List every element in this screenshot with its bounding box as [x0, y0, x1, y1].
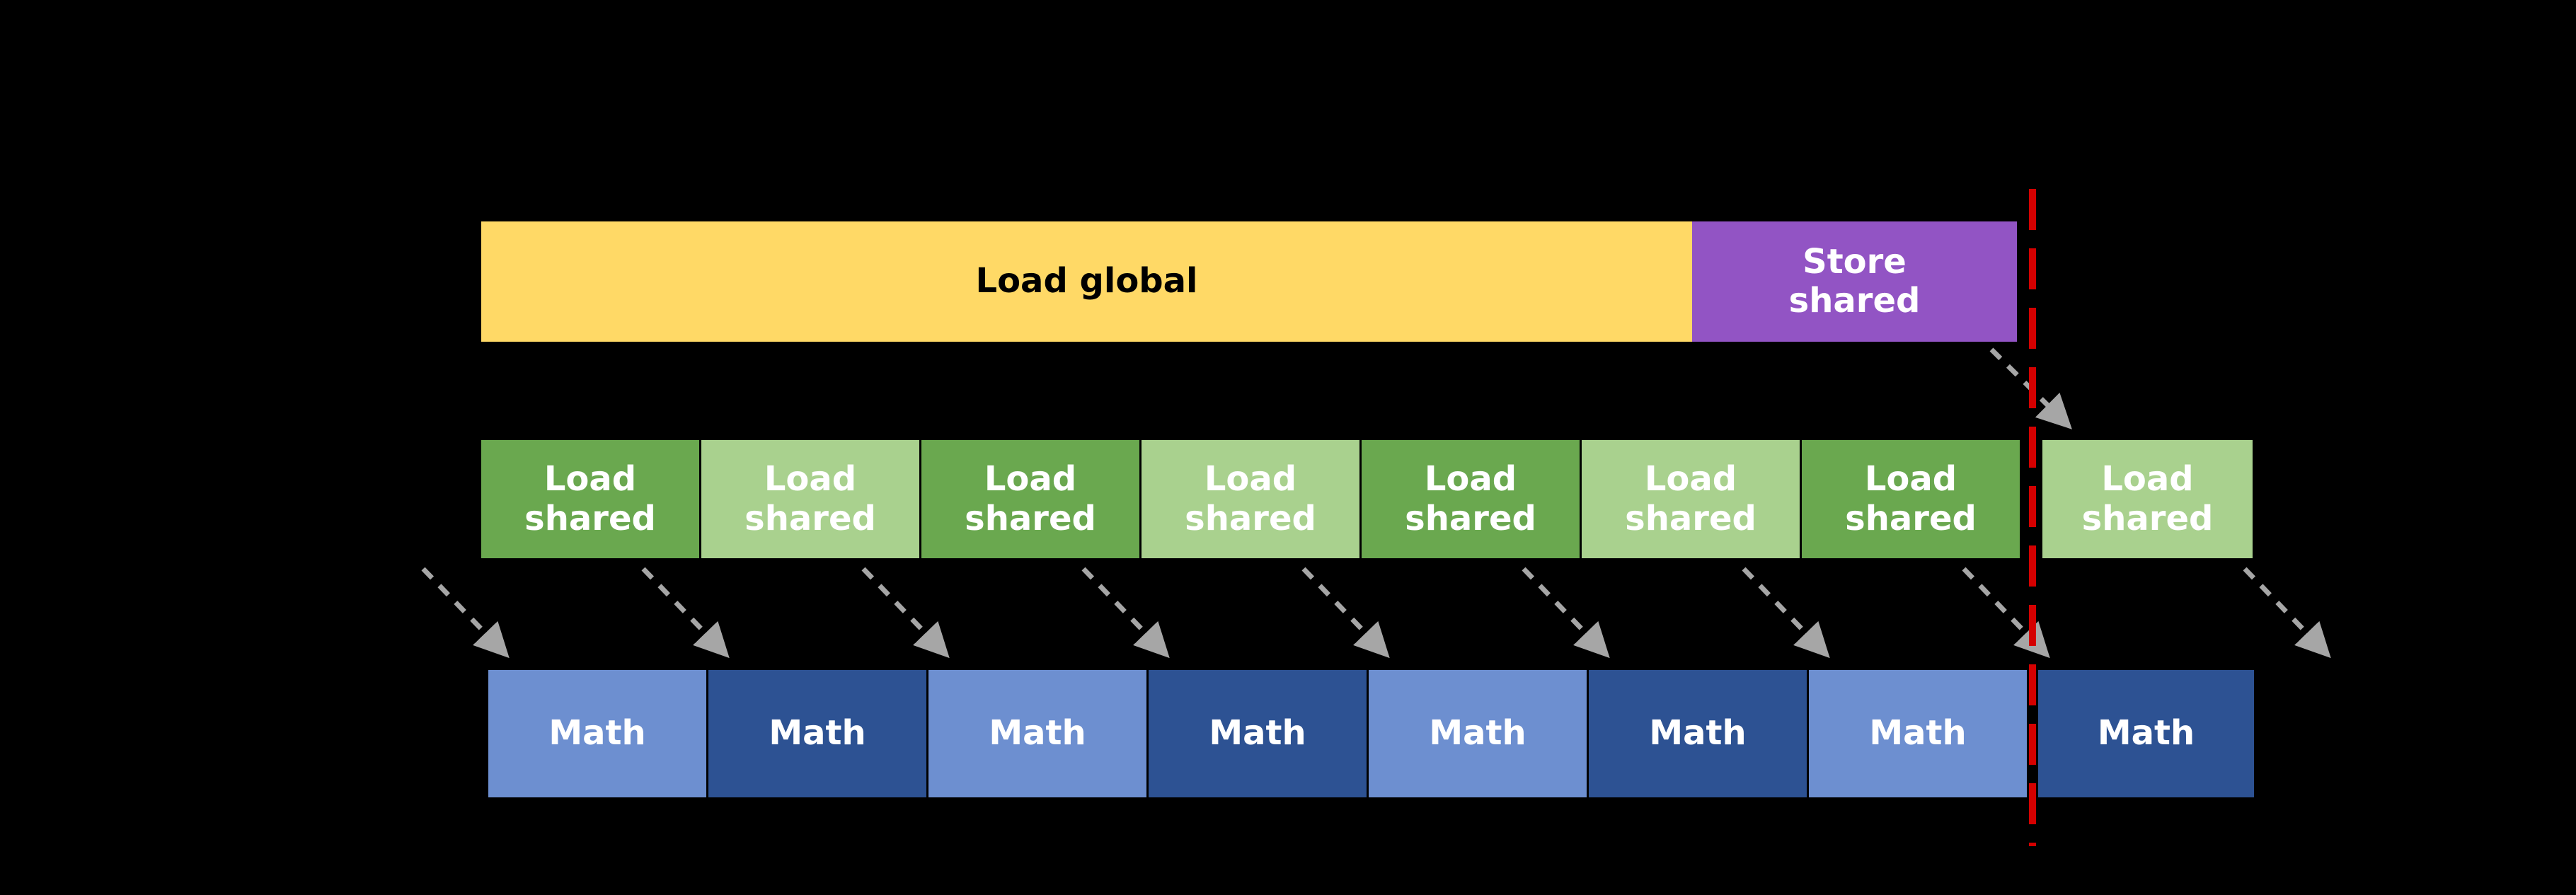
load-shared-block: Load shared	[921, 440, 1139, 558]
dependency-arrow	[1522, 567, 1610, 659]
store-to-load-arrow	[1989, 347, 2072, 429]
dependency-arrow	[1081, 567, 1170, 659]
math-block-label: Math	[769, 713, 866, 753]
dependency-arrow	[2243, 567, 2331, 659]
math-block: Math	[708, 670, 926, 797]
store-shared-label: Store shared	[1788, 241, 1921, 321]
math-block-label: Math	[1649, 713, 1747, 753]
load-shared-block-label: Load shared	[1845, 459, 1977, 538]
math-block-label: Math	[1869, 713, 1967, 753]
math-block-label: Math	[2097, 713, 2195, 753]
load-shared-block-label: Load shared	[2081, 459, 2214, 538]
load-shared-block: Load shared	[1802, 440, 2020, 558]
dependency-arrow	[1742, 567, 1830, 659]
load-shared-block: Load shared	[2042, 440, 2253, 558]
math-block: Math	[1149, 670, 1367, 797]
math-block: Math	[2038, 670, 2254, 797]
load-shared-block: Load shared	[481, 440, 699, 558]
load-shared-block-label: Load shared	[1405, 459, 1536, 538]
load-shared-block: Load shared	[1582, 440, 1800, 558]
math-block-label: Math	[1429, 713, 1526, 753]
dependency-arrow	[641, 567, 730, 659]
load-global-label: Load global	[975, 261, 1198, 301]
load-shared-block-label: Load shared	[524, 459, 656, 538]
load-shared-block: Load shared	[1362, 440, 1580, 558]
dependency-arrow	[861, 567, 950, 659]
math-block: Math	[1589, 670, 1807, 797]
dependency-arrow	[421, 567, 510, 659]
store-shared-block: Store shared	[1692, 221, 2017, 342]
dependency-arrow	[1962, 567, 2050, 659]
load-shared-block-label: Load shared	[744, 459, 876, 538]
math-block-label: Math	[548, 713, 646, 753]
load-global-block: Load global	[481, 221, 1692, 342]
load-shared-block-label: Load shared	[1185, 459, 1316, 538]
load-shared-block: Load shared	[701, 440, 919, 558]
math-block: Math	[1369, 670, 1587, 797]
math-block-label: Math	[989, 713, 1086, 753]
dependency-arrow	[1301, 567, 1390, 659]
load-shared-block-label: Load shared	[965, 459, 1096, 538]
math-block-label: Math	[1209, 713, 1306, 753]
load-shared-block-label: Load shared	[1625, 459, 1756, 538]
math-block: Math	[1809, 670, 2027, 797]
load-shared-block: Load shared	[1142, 440, 1359, 558]
math-block: Math	[928, 670, 1146, 797]
math-block: Math	[488, 670, 706, 797]
